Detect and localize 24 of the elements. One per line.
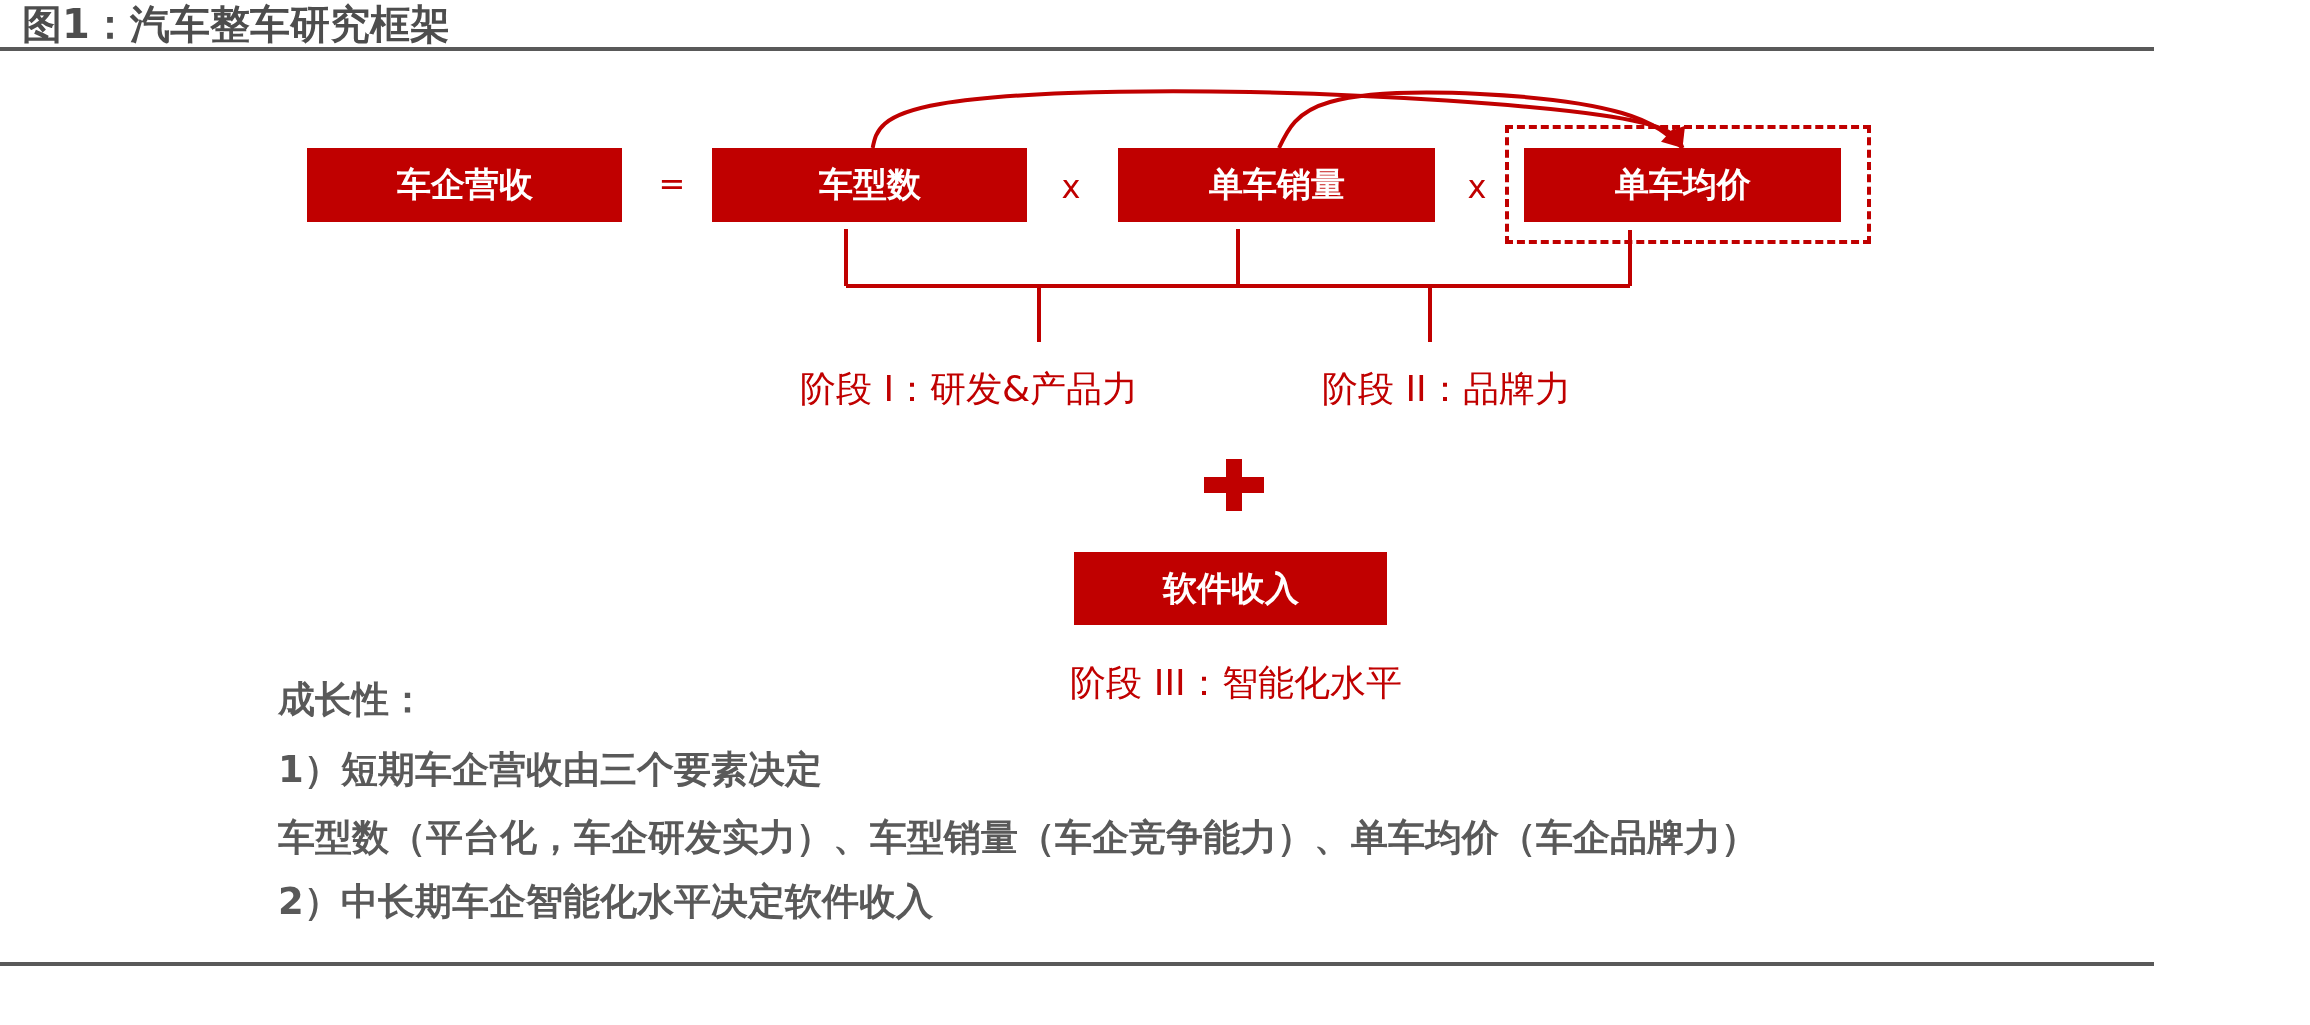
- process-box: [1118, 148, 1435, 222]
- node-caption: 阶段 III：智能化水平: [1070, 662, 1402, 704]
- box-label: 单车均价: [1614, 165, 1751, 205]
- section-heading: 成长性：: [278, 678, 426, 722]
- process-box: [712, 148, 1027, 222]
- curved-arrow: [870, 89, 1685, 149]
- dashed-highlight-box: [1505, 125, 1871, 244]
- curved-arrow: [1277, 90, 1684, 150]
- stage-label: 阶段 II：品牌力: [1322, 368, 1571, 410]
- operator-symbol: =: [658, 165, 686, 203]
- process-box: [1074, 552, 1387, 625]
- stage-label: 阶段 I：研发&产品力: [800, 368, 1139, 410]
- figure-title: 图1：汽车整车研究框架: [22, 1, 450, 47]
- note-text: 2）中长期车企智能化水平决定软件收入: [278, 880, 933, 924]
- operator-symbol: x: [1061, 168, 1081, 206]
- note-text: 1）短期车企营收由三个要素决定: [278, 748, 822, 792]
- box-label: 软件收入: [1162, 568, 1299, 609]
- box-label: 车企营收: [396, 165, 533, 205]
- note-text: 车型数（平台化，车企研发实力）、车型销量（车企竞争能力）、单车均价（车企品牌力）: [278, 816, 1758, 860]
- box-label: 车型数: [818, 165, 921, 205]
- process-box: [307, 148, 622, 222]
- process-box: [1524, 148, 1841, 222]
- operator-symbol: x: [1467, 168, 1487, 206]
- box-label: 单车销量: [1208, 165, 1345, 205]
